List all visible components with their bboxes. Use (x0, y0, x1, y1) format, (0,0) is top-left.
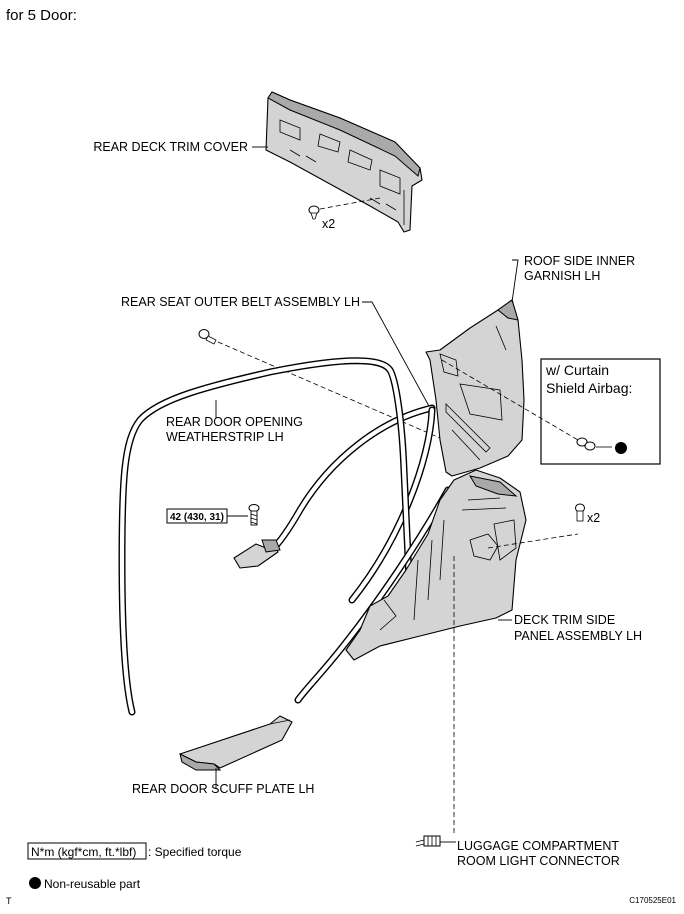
label-luggage-l1: LUGGAGE COMPARTMENT (457, 839, 619, 853)
airbag-box-line1: w/ Curtain (545, 362, 609, 378)
rear-door-opening-weatherstrip (118, 357, 414, 716)
rear-door-scuff-plate (179, 715, 293, 771)
filled-circle-icon (615, 442, 627, 454)
airbag-box-line2: Shield Airbag: (546, 380, 632, 396)
leader-roof-garnish (511, 259, 519, 303)
belt-anchor (233, 539, 281, 569)
legend-torque-desc: : Specified torque (148, 845, 242, 859)
label-weatherstrip-l2: WEATHERSTRIP LH (166, 430, 284, 444)
clip-icon (308, 205, 320, 220)
qty-x2-top: x2 (322, 217, 335, 231)
label-roof-garnish-l1: ROOF SIDE INNER (524, 254, 635, 268)
label-roof-garnish-l2: GARNISH LH (524, 269, 600, 283)
label-side-panel-l2: PANEL ASSEMBLY LH (514, 629, 642, 643)
qty-x2-right: x2 (587, 511, 600, 525)
legend-torque-unit: N*m (kgf*cm, ft.*lbf) (31, 845, 136, 859)
torque-value: 42 (430, 31) (170, 512, 224, 523)
label-side-panel-l1: DECK TRIM SIDE (514, 613, 615, 627)
footer-left-mark: T (6, 896, 12, 906)
filled-circle-icon (29, 877, 41, 889)
dash-side-panel-clip (487, 533, 579, 549)
label-weatherstrip-l1: REAR DOOR OPENING (166, 415, 303, 429)
label-luggage-l2: ROOM LIGHT CONNECTOR (457, 854, 620, 868)
bolt-icon (248, 504, 260, 526)
airbag-box: w/ Curtain Shield Airbag: (540, 358, 661, 465)
leader-rear-seat-belt (362, 301, 431, 409)
rear-door-opening-weatherstrip-lower (294, 486, 452, 704)
rear-deck-trim-cover (265, 91, 423, 233)
legend-non-reusable-text: Non-reusable part (44, 877, 141, 891)
clip-icon (576, 437, 596, 451)
dash-airbag-clip (441, 359, 579, 441)
label-rear-seat-belt: REAR SEAT OUTER BELT ASSEMBLY LH (121, 295, 360, 309)
label-rear-deck-trim-cover: REAR DECK TRIM COVER (93, 140, 248, 154)
dash-deck-clip (319, 197, 381, 210)
torque-spec-box: 42 (430, 31) (166, 508, 228, 524)
header-title: for 5 Door: (6, 7, 77, 24)
connector-icon (415, 835, 441, 847)
roof-side-inner-garnish (425, 299, 525, 477)
clip-icon (575, 503, 585, 522)
label-scuff-plate: REAR DOOR SCUFF PLATE LH (132, 782, 314, 796)
legend-non-reusable: Non-reusable part (29, 877, 141, 891)
deck-trim-side-panel (345, 469, 527, 661)
bolt-icon (198, 329, 217, 345)
legend-torque: N*m (kgf*cm, ft.*lbf) : Specified torque (27, 842, 242, 860)
figure-code: C170525E01 (629, 896, 676, 905)
